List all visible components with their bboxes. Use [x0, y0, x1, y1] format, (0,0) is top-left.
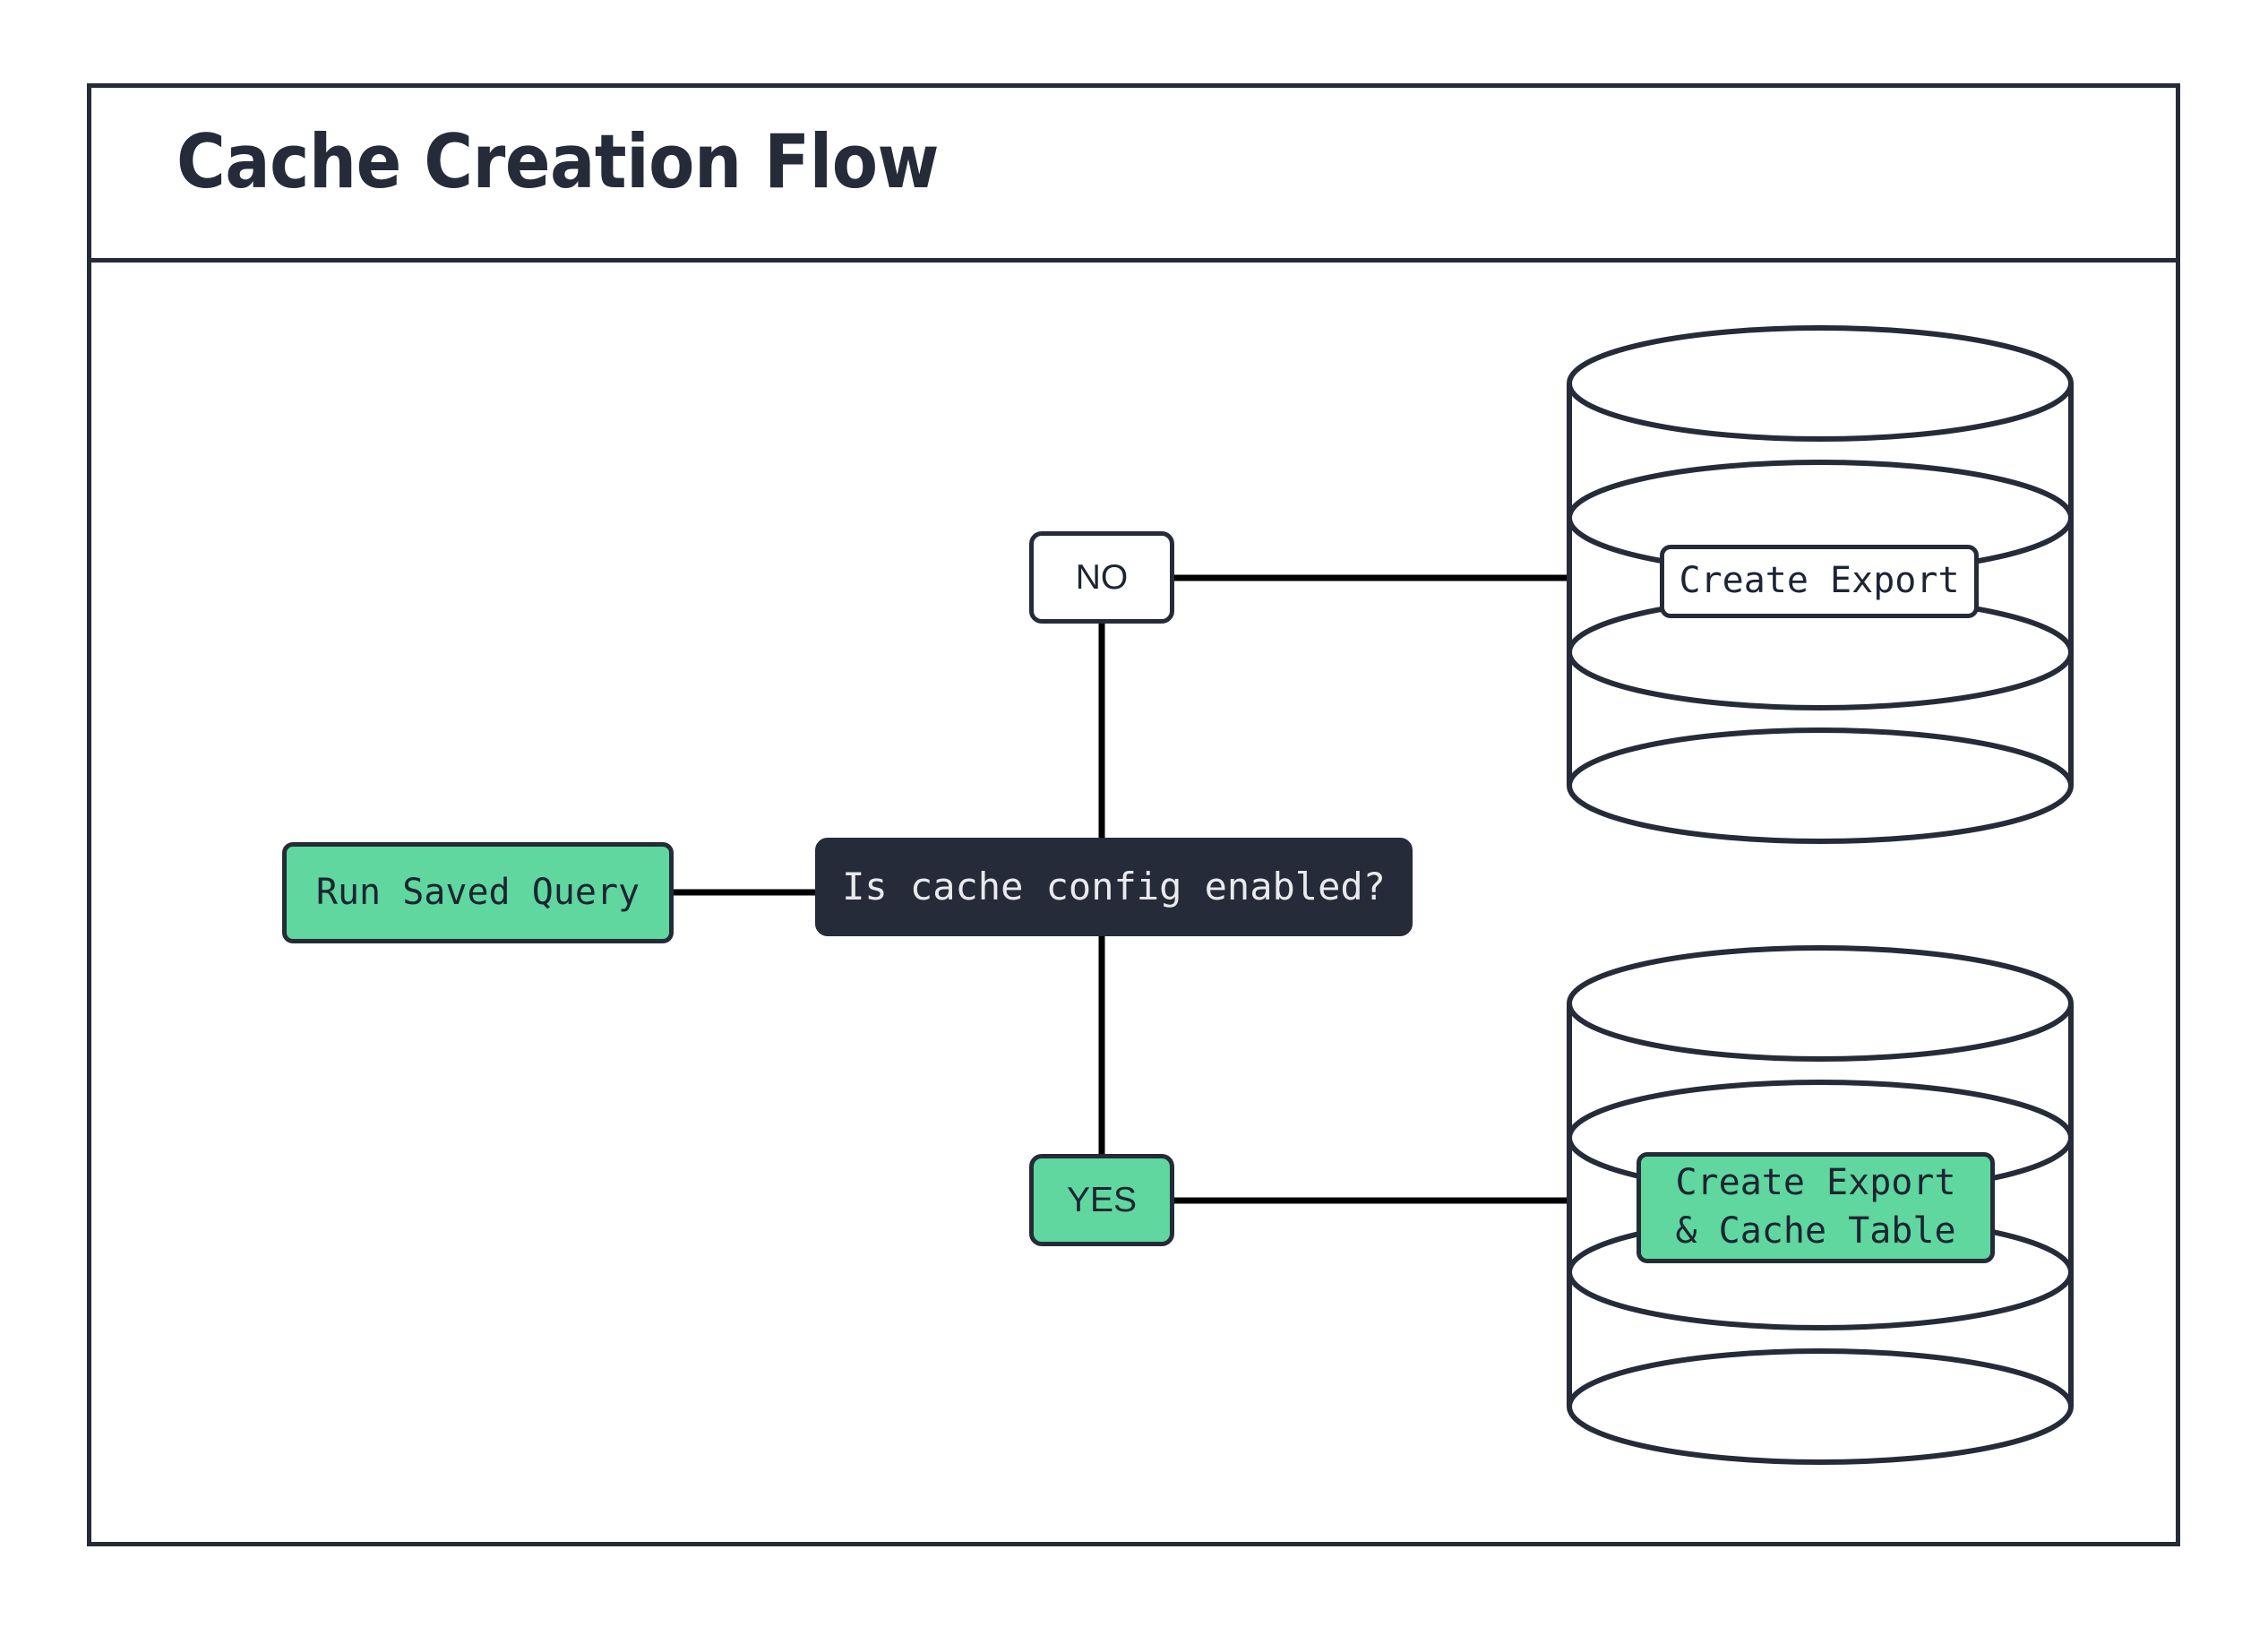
node-decision-cache-config[interactable]: Is cache config enabled?	[815, 838, 1413, 936]
title-divider	[87, 258, 2180, 263]
node-create-export[interactable]: Create Export	[1660, 545, 1979, 618]
branch-label-yes[interactable]: YES	[1029, 1154, 1174, 1246]
node-run-saved-query[interactable]: Run Saved Query	[282, 842, 674, 943]
node-create-export-cache-table[interactable]: Create Export & Cache Table	[1637, 1152, 1995, 1263]
database-cylinder-export	[1567, 325, 2074, 844]
page-title: Cache Creation Flow	[176, 118, 940, 205]
branch-label-no[interactable]: NO	[1029, 531, 1174, 624]
